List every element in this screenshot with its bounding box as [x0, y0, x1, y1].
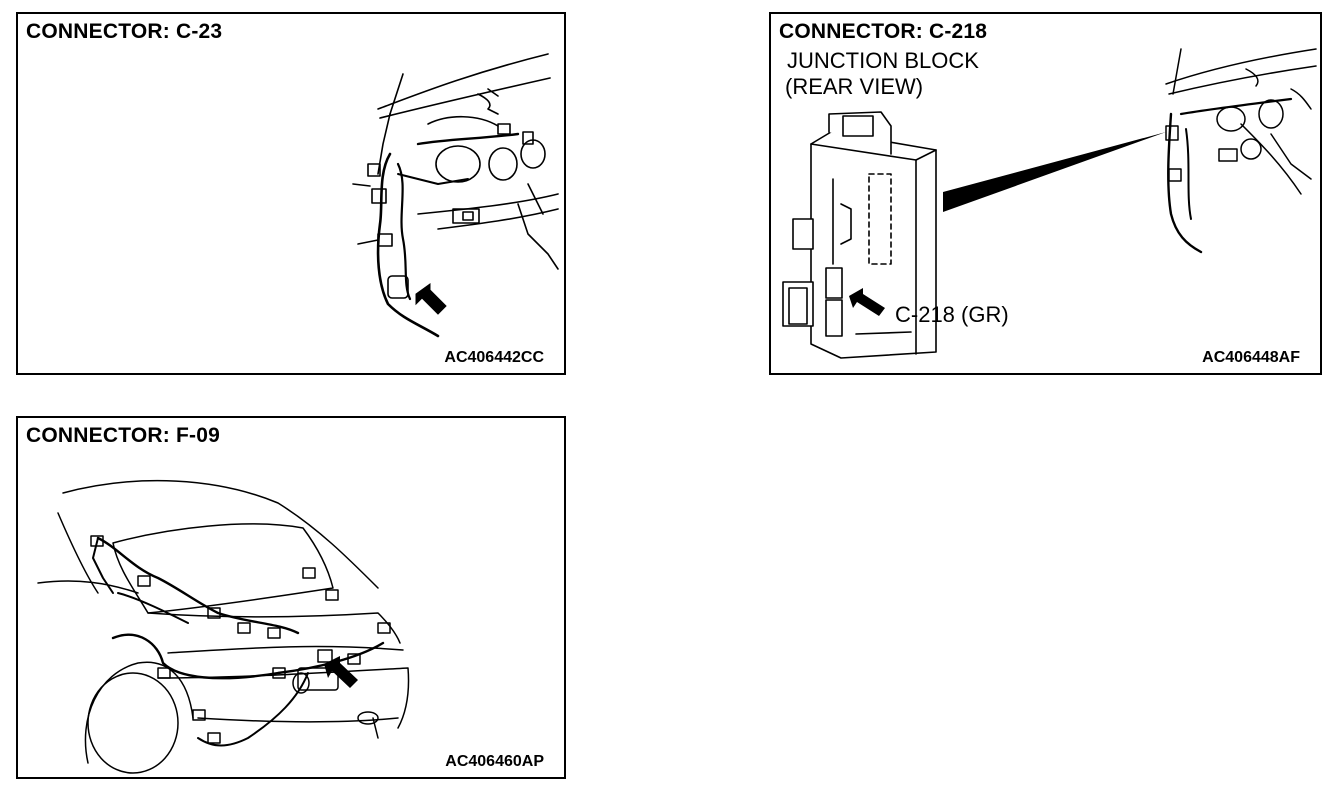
rear-vehicle-harness-illustration	[18, 418, 564, 777]
pointer-arrow-icon	[849, 288, 885, 316]
dashboard-harness-illustration	[18, 14, 564, 373]
panel-connector-f09: CONNECTOR: F-09	[16, 416, 566, 779]
panel-title: CONNECTOR: C-218	[779, 20, 988, 43]
zoom-wedge	[943, 132, 1166, 212]
panel-title: CONNECTOR: C-23	[26, 20, 223, 43]
figure-code: AC406460AP	[445, 753, 544, 770]
panel-connector-c218: CONNECTOR: C-218 JUNCTION BLOCK (REAR VI…	[769, 12, 1322, 375]
figure-code: AC406448AF	[1202, 349, 1300, 366]
pointer-arrow-icon	[416, 284, 446, 314]
panel-title: CONNECTOR: F-09	[26, 424, 220, 447]
junction-block-label: JUNCTION BLOCK	[787, 48, 979, 73]
rear-view-label: (REAR VIEW)	[785, 74, 924, 99]
junction-block-illustration	[771, 14, 1320, 373]
connector-callout-label: C-218 (GR)	[895, 302, 1009, 327]
panel-connector-c23: CONNECTOR: C-23	[16, 12, 566, 375]
pointer-arrow-icon	[324, 656, 358, 688]
figure-code: AC406442CC	[444, 349, 544, 366]
